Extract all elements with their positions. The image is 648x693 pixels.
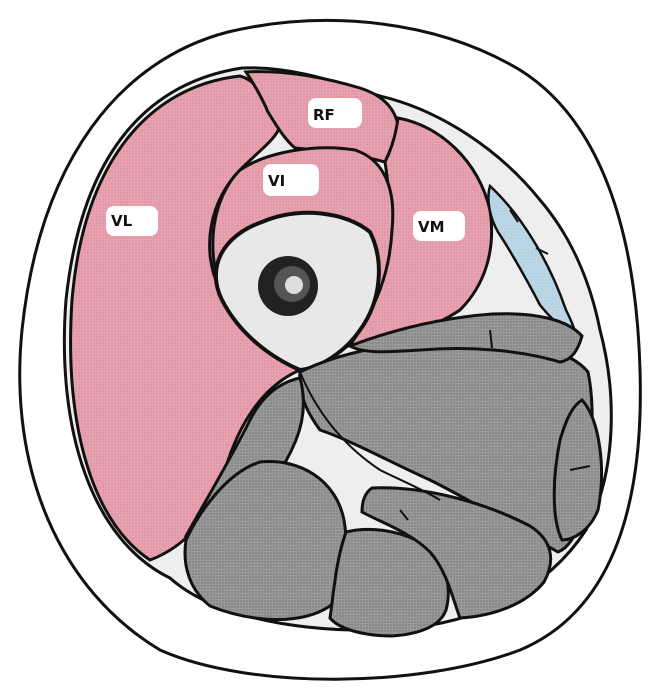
label-vm-text: VM [418, 218, 445, 236]
label-vl-text: VL [111, 212, 133, 230]
label-rf: RF [308, 98, 362, 128]
label-rf-text: RF [313, 106, 335, 124]
label-vi: VI [263, 164, 319, 196]
label-vm: VM [413, 211, 465, 241]
bone-marrow [258, 256, 318, 316]
label-vi-text: VI [268, 172, 285, 190]
label-vl: VL [106, 206, 158, 236]
